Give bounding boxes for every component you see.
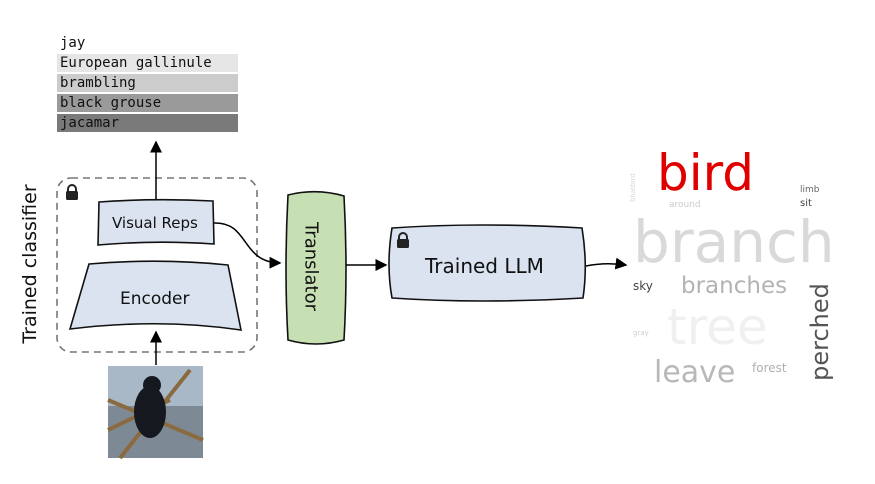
visual-reps-box <box>97 198 215 246</box>
arrow-reps-to-translator <box>213 222 282 269</box>
translator-box <box>285 190 347 345</box>
lock-icon <box>397 232 409 248</box>
word: forest <box>752 361 787 375</box>
word: around <box>669 200 701 210</box>
word: perched <box>805 283 834 381</box>
prediction-label: black grouse <box>57 94 238 112</box>
encoder-label: Encoder <box>120 289 190 309</box>
prediction-label: jacamar <box>57 114 238 132</box>
word: gray <box>633 329 649 337</box>
prediction-label: brambling <box>57 74 238 92</box>
word: bluebird <box>628 173 637 202</box>
word: limb <box>800 185 820 195</box>
llm-label: Trained LLM <box>425 254 544 278</box>
visual-reps-label: Visual Reps <box>112 214 198 232</box>
arrow-llm-to-cloud <box>585 257 628 270</box>
word: branch <box>633 208 835 276</box>
word: sky <box>633 279 653 293</box>
lock-icon <box>66 184 78 200</box>
classifier-dashed-border <box>56 177 258 353</box>
encoder-box <box>68 260 243 331</box>
word: tree <box>667 298 768 356</box>
classifier-title: Trained classifier <box>19 184 41 344</box>
word: branches <box>681 273 788 299</box>
word: leave <box>654 355 736 390</box>
word: bird <box>657 144 755 202</box>
translator-label: Translator <box>300 221 322 312</box>
bird-image <box>107 366 204 460</box>
llm-box <box>388 224 587 302</box>
prediction-label: jay <box>57 34 238 52</box>
prediction-label: European gallinule <box>57 54 238 72</box>
word: sit <box>800 198 812 209</box>
